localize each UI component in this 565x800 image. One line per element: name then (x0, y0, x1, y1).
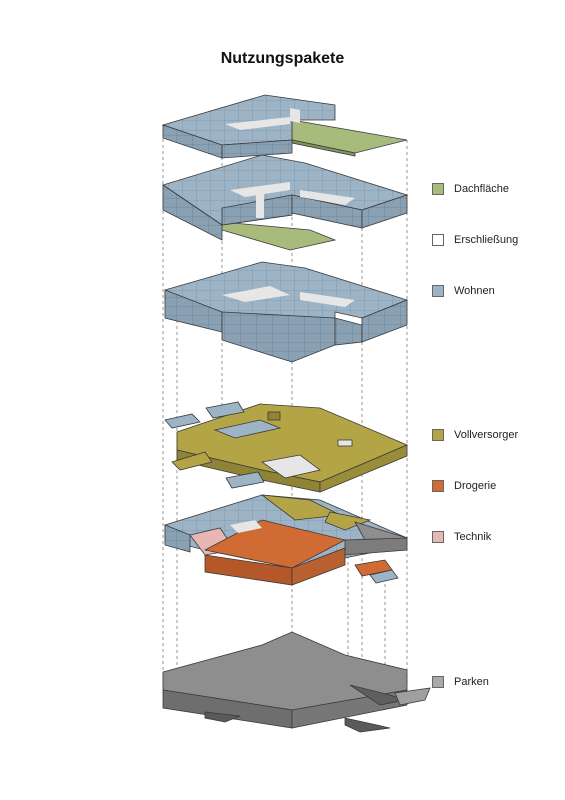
level-residential-3 (164, 261, 409, 363)
legend-item-wohnen: Wohnen (432, 284, 495, 298)
diagram-title: Nutzungspakete (220, 50, 345, 67)
legend-item-vollversorger: Vollversorger (432, 428, 518, 442)
legend-swatch (432, 285, 444, 297)
legend-item-parken: Parken (432, 675, 489, 689)
legend-item-drogerie: Drogerie (432, 479, 496, 493)
roof-area-top (291, 119, 408, 154)
legend-swatch (432, 531, 444, 543)
legend-swatch (432, 234, 444, 246)
parking-entrance-arrow-icon (394, 687, 431, 706)
roof-area-middle (221, 221, 337, 251)
legend-swatch (432, 480, 444, 492)
level-drogerie (164, 494, 409, 586)
legend-label: Wohnen (454, 285, 495, 297)
level-parken (162, 631, 431, 733)
legend-label: Vollversorger (454, 429, 519, 441)
legend-item-erschliessung: Erschließung (432, 233, 518, 247)
legend-swatch (432, 676, 444, 688)
level-top-residential (161, 94, 408, 159)
legend-label: Dachfläche (454, 183, 510, 195)
access-arrow-icon (369, 569, 399, 584)
access-arrow-icon (205, 401, 245, 419)
access-arrow-icon (225, 471, 265, 489)
level-residential-2 (162, 154, 409, 251)
access-arrow-icon (164, 413, 201, 429)
legend-swatch (432, 429, 444, 441)
legend-label: Erschließung (454, 234, 519, 246)
legend-label: Drogerie (454, 480, 497, 492)
legend-item-dachflaeche: Dachfläche (432, 182, 509, 196)
level-vollversorger (164, 401, 409, 493)
entrance-arrow-icon (171, 451, 213, 471)
legend-label: Parken (454, 676, 489, 688)
legend-label: Technik (454, 531, 492, 543)
legend-item-technik: Technik (432, 530, 491, 544)
legend-swatch (432, 183, 444, 195)
